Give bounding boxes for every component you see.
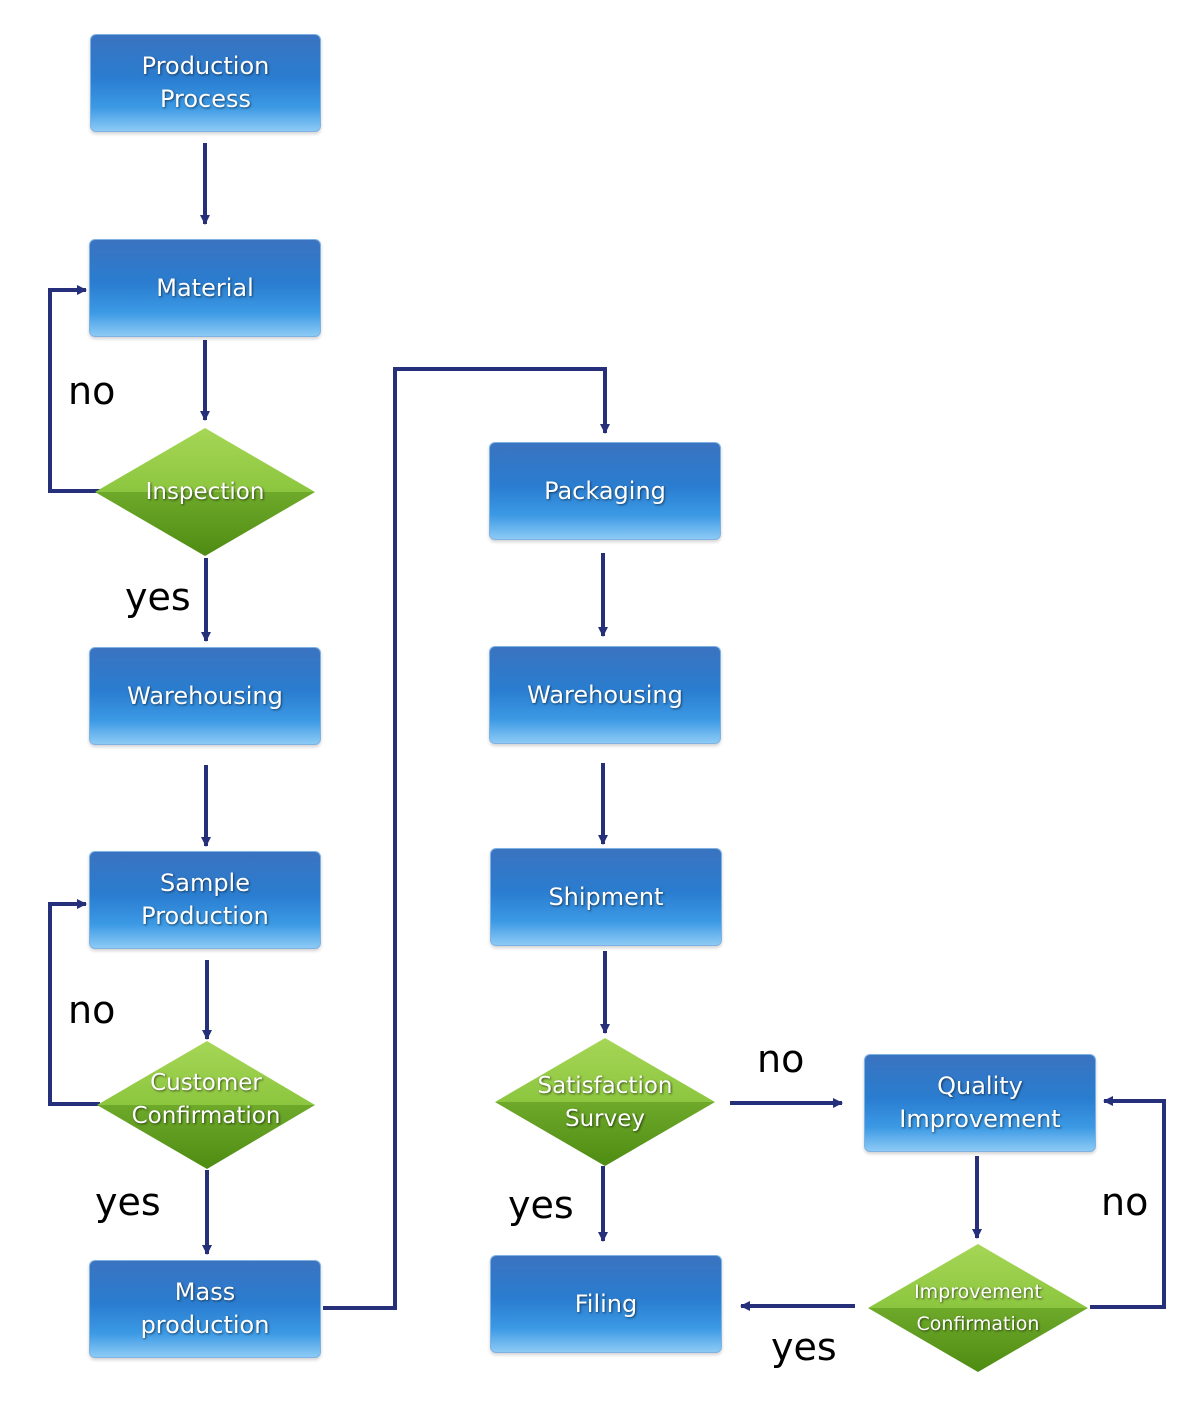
inspection-no-label: no bbox=[68, 369, 116, 413]
customer-no-label: no bbox=[68, 988, 116, 1032]
survey-yes-label: yes bbox=[508, 1183, 574, 1227]
filing-box: Filing bbox=[490, 1255, 722, 1353]
arrow-improvement-no-loop bbox=[1090, 1096, 1166, 1309]
arrow-inspection-no-loop bbox=[48, 285, 100, 493]
inspection-yes-label: yes bbox=[125, 575, 191, 619]
inspection-label: Inspection bbox=[145, 478, 265, 505]
satisfaction-survey-label: Satisfaction Survey bbox=[537, 1073, 673, 1132]
mass-production-box: Mass production bbox=[89, 1260, 321, 1358]
warehousing-box-1: Warehousing bbox=[89, 647, 321, 745]
arrow-mass-to-packaging bbox=[323, 367, 610, 1310]
improvement-confirmation-label: Improvement Confirmation bbox=[914, 1281, 1042, 1335]
sample-production-box: Sample Production bbox=[89, 851, 321, 949]
survey-no-label: no bbox=[757, 1037, 805, 1081]
customer-confirmation-diamond bbox=[97, 1041, 315, 1169]
shipment-box: Shipment bbox=[490, 848, 722, 946]
quality-improvement-box: Quality Improvement bbox=[864, 1054, 1096, 1152]
material-box: Material bbox=[89, 239, 321, 337]
improvement-confirmation-diamond bbox=[868, 1244, 1088, 1372]
packaging-box: Packaging bbox=[489, 442, 721, 540]
customer-confirmation-label: Customer Confirmation bbox=[131, 1070, 281, 1129]
warehousing-box-2: Warehousing bbox=[489, 646, 721, 744]
customer-yes-label: yes bbox=[95, 1180, 161, 1224]
arrow-customer-no-loop bbox=[48, 899, 100, 1106]
improvement-no-label: no bbox=[1101, 1180, 1149, 1224]
production-process-box: Production Process bbox=[90, 34, 321, 132]
improvement-yes-label: yes bbox=[771, 1325, 837, 1369]
inspection-diamond bbox=[95, 428, 315, 556]
satisfaction-survey-diamond bbox=[495, 1038, 715, 1166]
